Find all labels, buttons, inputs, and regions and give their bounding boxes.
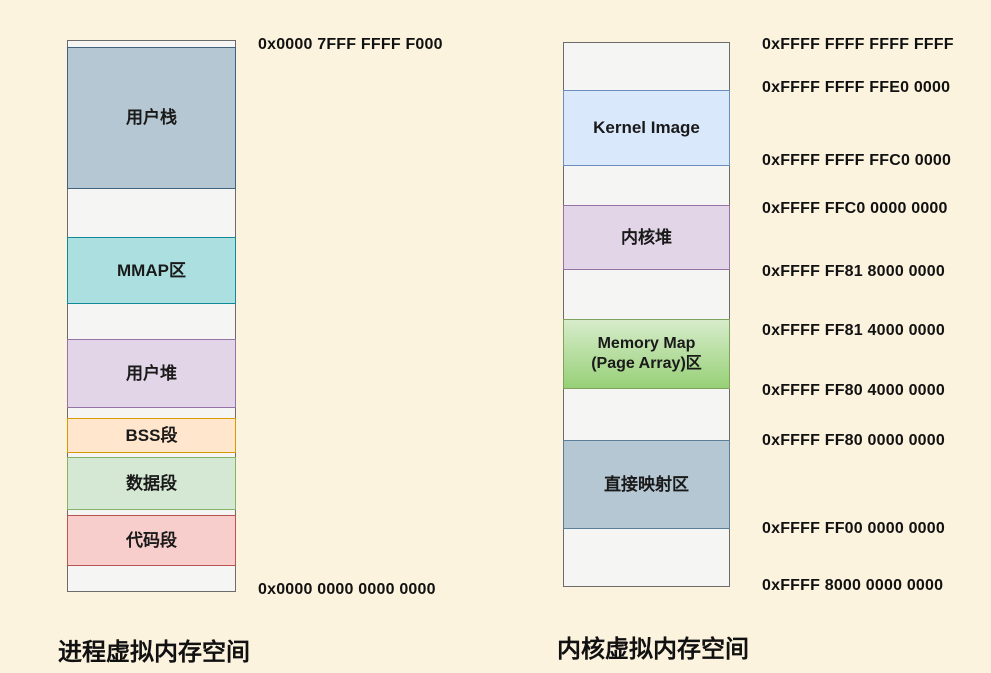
kernel-address-label: 0xFFFF FF00 0000 0000: [762, 520, 945, 537]
kernel-heap-segment: 内核堆: [563, 205, 730, 270]
kernel-column-title: 内核虚拟内存空间: [557, 636, 749, 663]
kernel-address-label: 0xFFFF FFFF FFFF FFFF: [762, 36, 954, 53]
process-memory-box: 用户栈 MMAP区用户堆 BSS段数据段代码段: [67, 40, 236, 592]
kernel-address-label: 0xFFFF FF80 0000 0000: [762, 432, 945, 449]
code-segment-label: 代码段: [126, 530, 177, 550]
process-column-title: 进程虚拟内存空间: [58, 639, 250, 666]
kernel-image-label: Kernel Image: [593, 118, 700, 138]
code-segment-segment: 代码段: [67, 515, 236, 566]
kernel-address-label: 0xFFFF FFC0 0000 0000: [762, 200, 948, 217]
user-heap-segment: 用户堆: [67, 339, 236, 408]
bss-segment-label: BSS段: [125, 425, 178, 445]
direct-mapping-segment: 直接映射区: [563, 440, 730, 529]
data-segment-label: 数据段: [126, 473, 177, 493]
mmap-area-label: MMAP区: [117, 260, 186, 280]
mmap-area-segment: MMAP区: [67, 237, 236, 304]
kernel-heap-label: 内核堆: [621, 227, 672, 247]
kernel-address-label: 0xFFFF FF81 4000 0000: [762, 322, 945, 339]
kernel-address-label: 0xFFFF FFFF FFC0 0000: [762, 152, 952, 169]
bss-segment-segment: BSS段: [67, 418, 236, 453]
kernel-image-segment: Kernel Image: [563, 90, 730, 166]
memory-map-area-label: (Page Array)区: [591, 355, 702, 372]
process-address-label: 0x0000 7FFF FFFF F000: [258, 36, 443, 53]
kernel-address-label: 0xFFFF FF81 8000 0000: [762, 263, 945, 280]
direct-mapping-label: 直接映射区: [604, 474, 689, 494]
kernel-address-label: 0xFFFF FFFF FFE0 0000: [762, 79, 951, 96]
process-address-label: 0x0000 0000 0000 0000: [258, 581, 436, 598]
memory-map-area-label: Memory Map: [597, 335, 696, 352]
kernel-address-label: 0xFFFF FF80 4000 0000: [762, 382, 945, 399]
user-stack-label: 用户栈: [126, 108, 177, 128]
user-stack-segment: 用户栈: [67, 47, 236, 189]
memory-map-area-segment: Memory Map (Page Array)区: [563, 319, 730, 389]
kernel-memory-box: Kernel Image 内核堆 Memory Map (Page Array)区直接…: [563, 42, 730, 587]
user-heap-label: 用户堆: [126, 363, 177, 383]
kernel-address-label: 0xFFFF 8000 0000 0000: [762, 577, 944, 594]
data-segment-segment: 数据段: [67, 457, 236, 510]
